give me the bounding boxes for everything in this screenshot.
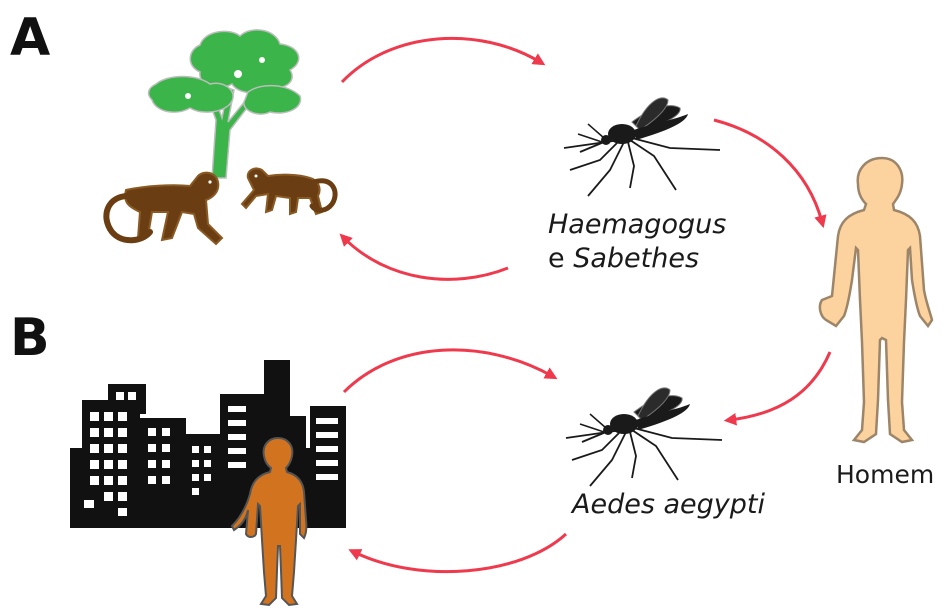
urban-vector-species: Aedes aegypti: [572, 489, 765, 520]
curved-arrow-icon: [344, 350, 552, 392]
curved-arrow-icon: [714, 120, 822, 222]
curved-arrow-icon: [354, 534, 566, 572]
urban-vector-label: Aedes aegypti: [572, 488, 765, 522]
mosquito-icon: [566, 388, 722, 486]
curved-arrow-icon: [344, 238, 508, 279]
monkey-icon: [242, 168, 335, 214]
human-figure-icon: [820, 158, 932, 442]
sylvatic-vector-label: Haemagogus e Sabethes: [548, 208, 726, 276]
sylvatic-vector-conjunction: e: [548, 243, 565, 274]
monkey-icon: [106, 173, 222, 244]
curved-arrow-icon: [342, 38, 540, 82]
mosquito-icon: [564, 98, 720, 196]
tree-icon: [149, 30, 301, 178]
sylvatic-vector-genus-2: Sabethes: [573, 243, 699, 274]
human-label: Homem: [836, 460, 934, 489]
sylvatic-vector-genus-1: Haemagogus: [548, 209, 726, 240]
curved-arrow-icon: [730, 352, 830, 420]
